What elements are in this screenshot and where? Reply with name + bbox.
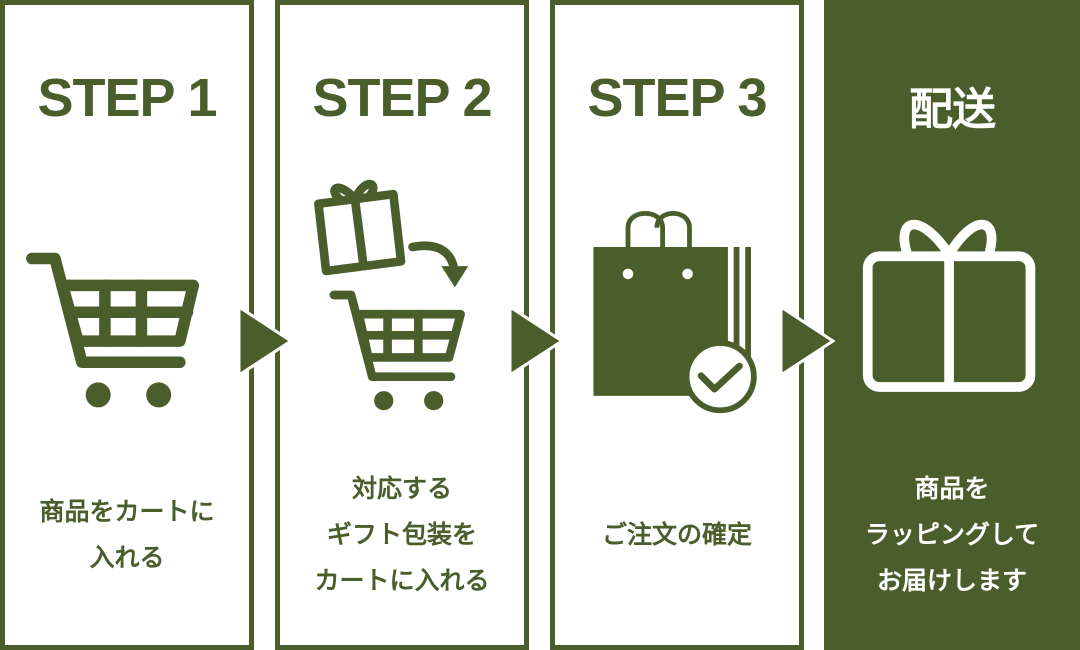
arrow-right-icon	[779, 305, 835, 377]
arrow-right-icon	[508, 305, 564, 377]
arrow-right-icon	[237, 305, 293, 377]
desc-line: カートに入れる	[314, 566, 490, 595]
gift-icon	[829, 165, 1075, 425]
desc-line: 商品を	[914, 474, 990, 503]
gift-to-cart-icon	[280, 165, 524, 425]
step-3-panel: STEP 3 ご注文の確定	[550, 0, 804, 650]
step-1-panel: STEP 1 商品をカートに 入れる	[0, 0, 254, 650]
step-description: 対応する ギフト包装を カートに入れる	[280, 460, 524, 610]
desc-line: お届けします	[876, 566, 1027, 595]
desc-line: ご注文の確定	[601, 520, 752, 549]
desc-line: 入れる	[89, 543, 165, 572]
cart-icon	[5, 165, 249, 425]
step-description: ご注文の確定	[555, 460, 799, 610]
step-title: 配送	[909, 84, 996, 135]
step-title: STEP 3	[587, 68, 767, 128]
delivery-panel: 配送 商品を ラッピングして お届けします	[824, 0, 1080, 650]
step-title: STEP 2	[312, 68, 492, 128]
desc-line: 商品をカートに	[39, 497, 215, 526]
step-description: 商品をカートに 入れる	[5, 460, 249, 610]
desc-line: 対応する	[351, 474, 452, 503]
desc-line: ラッピングして	[864, 520, 1040, 549]
desc-line: ギフト包装を	[326, 520, 477, 549]
step-2-panel: STEP 2 対応する ギフト包装を カートに入れる	[275, 0, 529, 650]
step-title: STEP 1	[37, 68, 217, 128]
shopping-bag-check-icon	[555, 165, 799, 425]
step-description: 商品を ラッピングして お届けします	[829, 460, 1075, 610]
